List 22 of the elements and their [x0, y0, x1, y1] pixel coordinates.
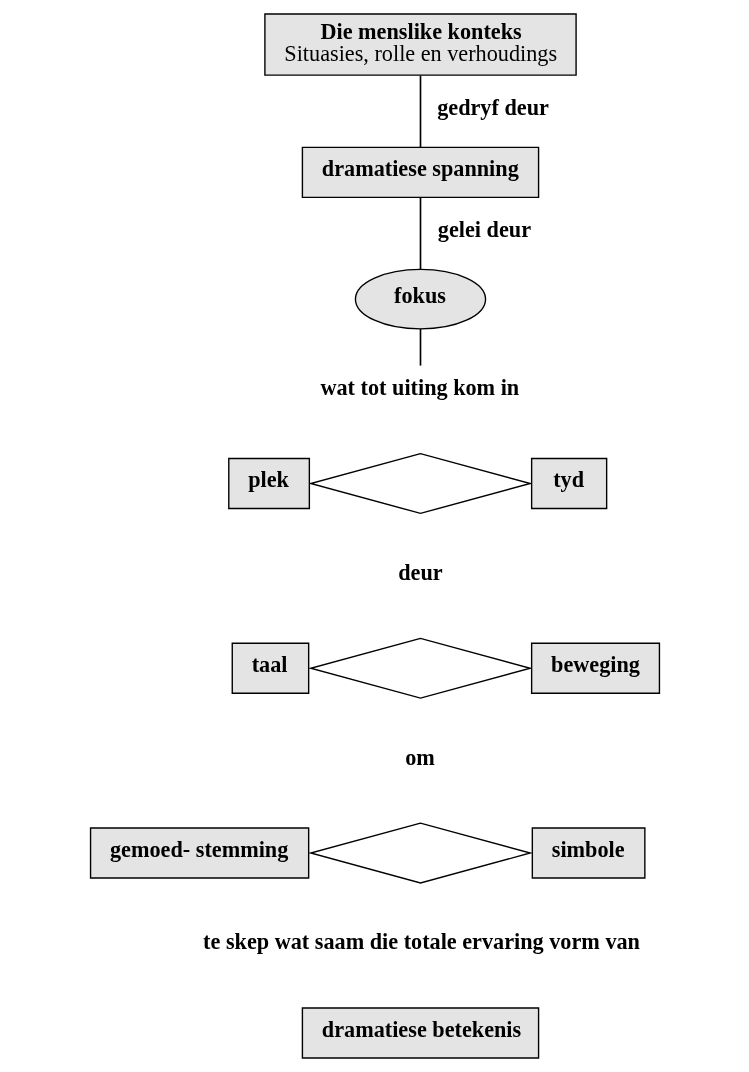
node-box: simbole: [531, 827, 646, 879]
node-diamond: [307, 822, 533, 884]
connector: [419, 196, 421, 271]
label: deur: [397, 559, 443, 585]
node-box: dramatiese betekenis: [301, 1007, 539, 1059]
node-box: dramatiese spanning: [301, 146, 539, 199]
node-box: taal: [231, 642, 309, 694]
connector: [419, 74, 421, 148]
label: te skep wat saam die totale ervaring vorm van: [202, 929, 640, 955]
node-diamond: [307, 637, 533, 699]
connector: [419, 327, 421, 367]
label: om: [404, 744, 435, 770]
node-box: gemoed- stemming: [89, 827, 309, 879]
node-box: Die menslike konteks Situasies, rolle en verhoudings: [263, 13, 577, 76]
node-ellipse: fokus: [354, 268, 486, 330]
edge-label: gedryf deur: [436, 95, 549, 121]
node-diamond: [307, 452, 533, 515]
node-box: tyd: [530, 457, 607, 510]
edge-label: gelei deur: [437, 217, 531, 243]
node-box: beweging: [530, 642, 660, 694]
node-box: plek: [227, 457, 310, 510]
node-text: wat tot uiting kom in: [319, 375, 519, 401]
